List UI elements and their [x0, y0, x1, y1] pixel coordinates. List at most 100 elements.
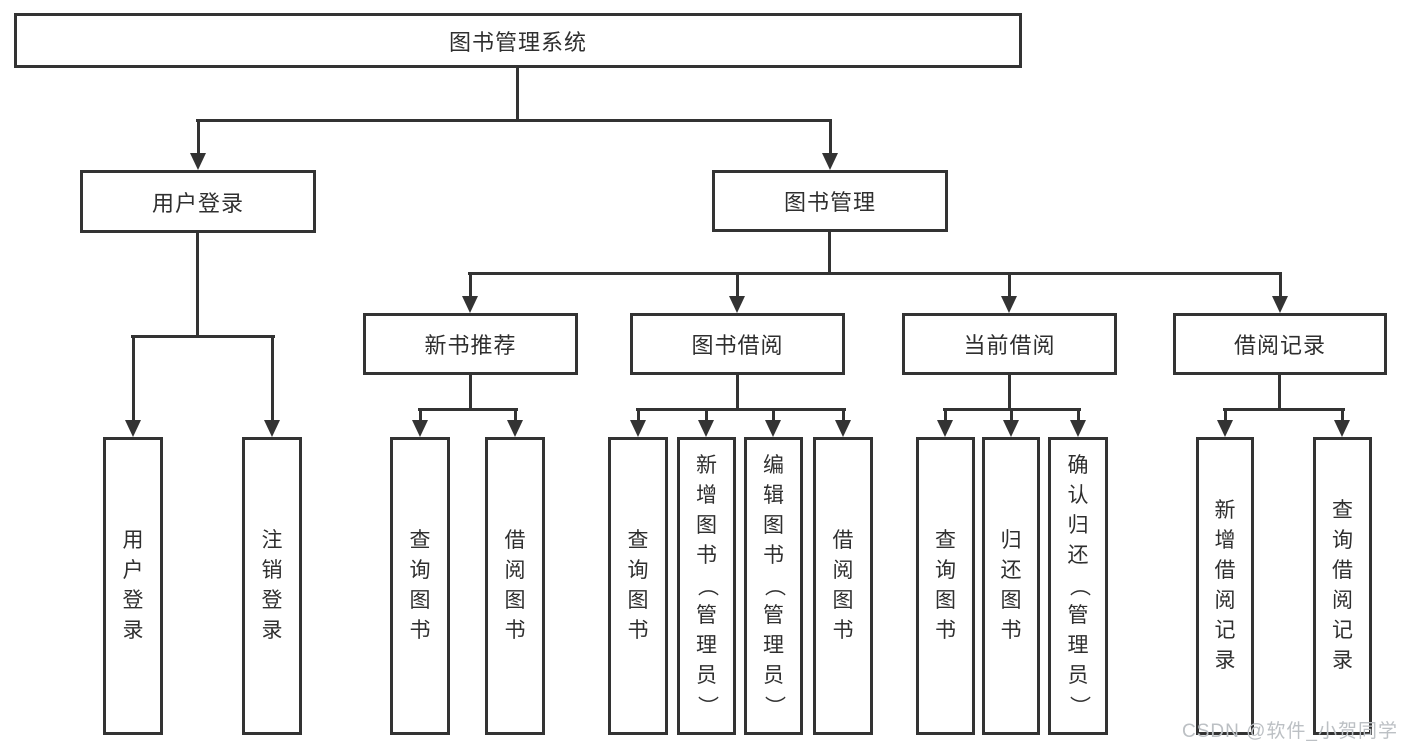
- leaf-record-add: 新增借阅记录: [1196, 437, 1254, 735]
- vertical-char: 图: [832, 589, 854, 612]
- connector-book-borrow-stem: [736, 375, 739, 411]
- vertical-char: 阅: [1332, 589, 1353, 612]
- vertical-char: 认: [1067, 484, 1089, 507]
- vertical-char: 还: [1000, 559, 1022, 582]
- vertical-char: 辑: [763, 484, 784, 507]
- vertical-char: 阅: [1214, 589, 1236, 612]
- leaf-newbook-borrow: 借阅图书: [485, 437, 545, 735]
- arrow-to-new-book: [462, 272, 478, 313]
- arrow-to-user-login: [190, 119, 206, 170]
- vertical-char: 书: [935, 619, 956, 642]
- node-new-book: 新书推荐: [363, 313, 578, 375]
- vertical-char: 增: [1214, 529, 1236, 552]
- arrow-to-leaf-borrow-2: [765, 408, 781, 437]
- connector-book-mgmt-stem: [828, 232, 831, 275]
- vertical-char: 查: [409, 529, 431, 552]
- vertical-char: ）: [1067, 695, 1090, 717]
- arrow-to-book-mgmt: [822, 119, 838, 170]
- arrow-to-leaf-borrow-1: [698, 408, 714, 437]
- vertical-char: 图: [504, 589, 526, 612]
- vertical-char: 用: [122, 529, 144, 552]
- vertical-char: 录: [1332, 649, 1353, 672]
- arrow-to-leaf-borrow-0: [630, 408, 646, 437]
- leaf-borrow-edit-admin: 编辑图书（管理员）: [744, 437, 803, 735]
- arrow-to-leaf-newbook-1: [507, 408, 523, 437]
- connector-borrow-record-bus: [1223, 408, 1345, 411]
- vertical-char: 确: [1067, 454, 1089, 477]
- node-book-mgmt: 图书管理: [712, 170, 948, 232]
- connector-new-book-bus: [418, 408, 518, 411]
- arrow-to-leaf-record-1: [1334, 408, 1350, 437]
- vertical-char: 管: [696, 604, 717, 627]
- vertical-char: 借: [1332, 559, 1353, 582]
- vertical-char: 新: [1214, 499, 1236, 522]
- vertical-char: 查: [627, 529, 649, 552]
- arrow-to-leaf-user-1: [264, 335, 280, 437]
- vertical-char: 询: [1332, 529, 1353, 552]
- vertical-char: 登: [261, 589, 283, 612]
- connector-user-login-bus: [131, 335, 275, 338]
- leaf-borrow-add-admin: 新增图书（管理员）: [677, 437, 736, 735]
- node-user-login: 用户登录: [80, 170, 316, 233]
- vertical-char: 书: [409, 619, 431, 642]
- leaf-record-query: 查询借阅记录: [1313, 437, 1372, 735]
- vertical-char: 户: [122, 559, 144, 582]
- leaf-borrow-query: 查询图书: [608, 437, 668, 735]
- leaf-user-login: 用户登录: [103, 437, 163, 735]
- connector-root-stem: [516, 68, 519, 121]
- vertical-char: 书: [763, 544, 784, 567]
- vertical-char: 销: [261, 559, 283, 582]
- vertical-char: 归: [1067, 514, 1089, 537]
- vertical-char: 员: [763, 664, 784, 687]
- leaf-logout: 注销登录: [242, 437, 302, 735]
- vertical-char: ）: [762, 695, 786, 717]
- vertical-char: 询: [627, 559, 649, 582]
- vertical-char: 记: [1214, 619, 1236, 642]
- vertical-char: 注: [261, 529, 283, 552]
- connector-book-borrow-bus: [636, 408, 846, 411]
- node-book-borrow: 图书借阅: [630, 313, 845, 375]
- vertical-char: （: [695, 575, 719, 597]
- arrow-to-borrow-record: [1272, 272, 1288, 313]
- vertical-char: 增: [696, 484, 717, 507]
- vertical-char: 管: [1067, 604, 1089, 627]
- vertical-char: 录: [122, 619, 144, 642]
- vertical-char: 书: [504, 619, 526, 642]
- vertical-char: 图: [935, 589, 956, 612]
- vertical-char: 询: [935, 559, 956, 582]
- connector-borrow-record-stem: [1278, 375, 1281, 411]
- vertical-char: 理: [1067, 634, 1089, 657]
- vertical-char: 理: [696, 634, 717, 657]
- arrow-to-leaf-current-2: [1070, 408, 1086, 437]
- vertical-char: 阅: [832, 559, 854, 582]
- arrow-to-leaf-newbook-0: [412, 408, 428, 437]
- vertical-char: 记: [1332, 619, 1353, 642]
- vertical-char: 书: [832, 619, 854, 642]
- vertical-char: 查: [1332, 499, 1353, 522]
- node-root: 图书管理系统: [14, 13, 1022, 68]
- vertical-char: 图: [1000, 589, 1022, 612]
- vertical-char: 询: [409, 559, 431, 582]
- connector-user-login-stem: [196, 233, 199, 338]
- vertical-char: 编: [763, 454, 784, 477]
- leaf-current-query: 查询图书: [916, 437, 975, 735]
- leaf-current-return: 归还图书: [982, 437, 1040, 735]
- node-current-borrow: 当前借阅: [902, 313, 1117, 375]
- connector-current-borrow-stem: [1008, 375, 1011, 411]
- vertical-char: （: [762, 575, 786, 597]
- vertical-char: 查: [935, 529, 956, 552]
- connector-new-book-stem: [469, 375, 472, 411]
- vertical-char: 还: [1067, 544, 1089, 567]
- vertical-char: 归: [1000, 529, 1022, 552]
- vertical-char: 图: [409, 589, 431, 612]
- vertical-char: 图: [696, 514, 717, 537]
- arrow-to-leaf-current-0: [937, 408, 953, 437]
- arrow-to-leaf-user-0: [125, 335, 141, 437]
- csdn-watermark: CSDN @软件_小贺同学: [1182, 721, 1398, 742]
- arrow-to-current-borrow: [1001, 272, 1017, 313]
- vertical-char: 借: [832, 529, 854, 552]
- vertical-char: 管: [763, 604, 784, 627]
- vertical-char: 理: [763, 634, 784, 657]
- vertical-char: ）: [695, 695, 719, 717]
